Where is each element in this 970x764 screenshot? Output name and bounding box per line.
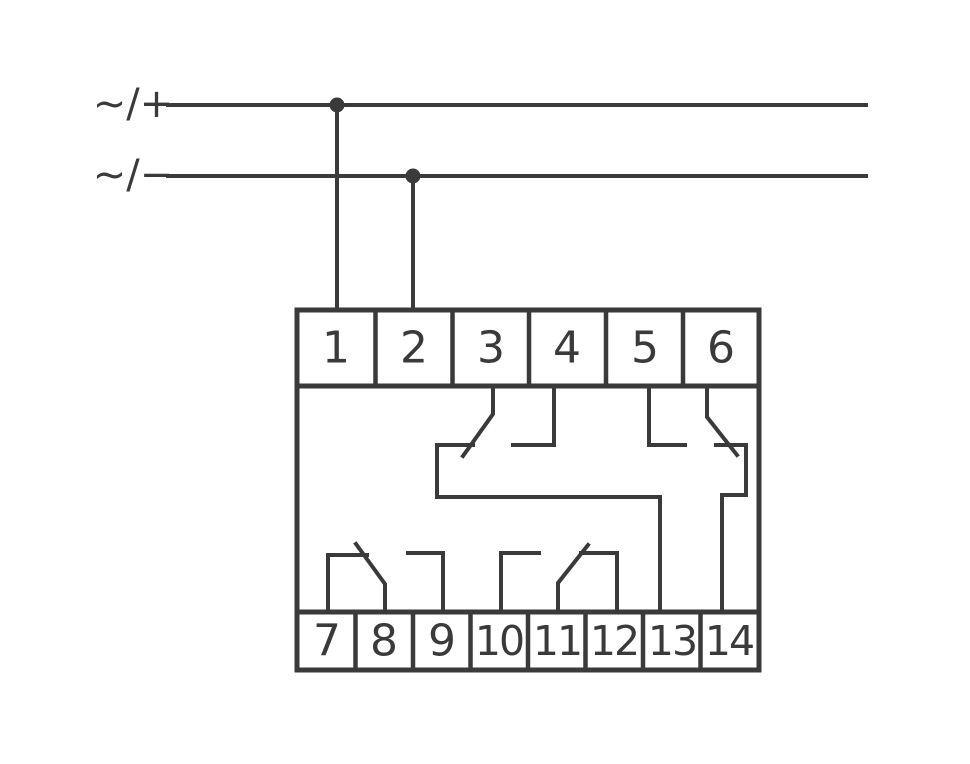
fixed-contact-terminal-4 bbox=[511, 384, 556, 447]
terminal-label-6: 6 bbox=[707, 323, 735, 374]
labels: ~/+ ~/− 1 2 3 4 5 6 7 8 9 10 11 12 13 14 bbox=[93, 81, 755, 667]
common-stub-and-bus-to-14 bbox=[714, 443, 748, 614]
power-minus-label: ~/− bbox=[93, 152, 174, 198]
contact-10-11-12 bbox=[499, 542, 619, 614]
junction-dots bbox=[329, 97, 421, 184]
common-stub-and-bus-to-13 bbox=[435, 443, 662, 614]
fixed-contact-terminal-7 bbox=[326, 553, 369, 614]
fixed-contact-terminal-5 bbox=[647, 384, 687, 447]
fixed-contact-terminal-9 bbox=[406, 551, 445, 614]
terminal-label-13: 13 bbox=[648, 617, 696, 665]
power-plus-label: ~/+ bbox=[93, 81, 174, 127]
terminal-label-2: 2 bbox=[400, 323, 428, 374]
contact-3-4-13 bbox=[435, 384, 662, 614]
contact-blade-terminal-11 bbox=[556, 542, 591, 614]
contact-blade-terminal-6 bbox=[705, 384, 740, 458]
terminal-label-11: 11 bbox=[533, 617, 581, 665]
terminal-label-7: 7 bbox=[313, 616, 341, 667]
terminal-label-3: 3 bbox=[477, 323, 505, 374]
internal-contacts bbox=[326, 384, 748, 614]
junction-dot-plus bbox=[329, 97, 345, 113]
terminal-label-14: 14 bbox=[705, 617, 753, 665]
terminal-label-4: 4 bbox=[553, 323, 581, 374]
relay-body bbox=[294, 307, 762, 673]
terminal-label-8: 8 bbox=[370, 616, 398, 667]
contact-5-6-14 bbox=[647, 384, 748, 614]
contact-blade-terminal-3 bbox=[460, 384, 495, 459]
terminal-label-1: 1 bbox=[322, 323, 350, 374]
junction-dot-minus bbox=[405, 168, 421, 184]
fixed-contact-terminal-12 bbox=[579, 551, 619, 614]
terminal-label-9: 9 bbox=[428, 616, 456, 667]
terminal-label-10: 10 bbox=[475, 617, 523, 665]
contact-7-8-9 bbox=[326, 541, 445, 614]
terminal-label-5: 5 bbox=[631, 323, 659, 374]
fixed-contact-terminal-10 bbox=[499, 551, 541, 614]
contact-blade-terminal-8 bbox=[353, 541, 387, 614]
power-bus bbox=[166, 103, 868, 312]
terminal-label-12: 12 bbox=[590, 617, 638, 665]
